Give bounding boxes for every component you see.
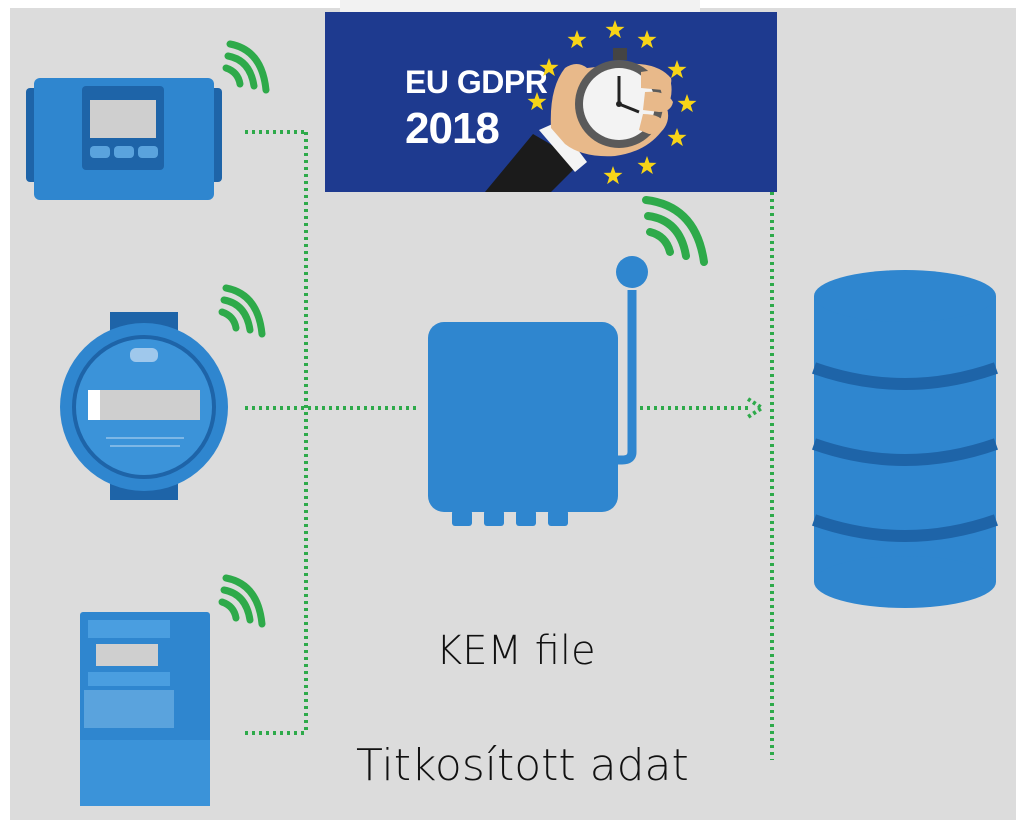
caption-encrypted-data: Titkosított adat	[356, 740, 689, 791]
database-icon	[812, 270, 998, 608]
banner-title: EU GDPR	[405, 64, 548, 100]
wifi-icon	[222, 40, 270, 94]
wifi-icon	[218, 574, 266, 628]
connection-lines	[245, 130, 774, 760]
heat-meter-icon	[26, 78, 222, 200]
water-meter-icon	[60, 312, 228, 500]
banner-art	[485, 20, 697, 192]
wifi-icon	[218, 284, 266, 338]
gateway-icon	[428, 256, 648, 526]
caption-kem-file: KEM file	[436, 628, 596, 674]
cuff	[539, 122, 587, 172]
wifi-icon	[642, 196, 708, 266]
gdpr-banner: EU GDPR 2018	[325, 12, 777, 192]
top-band	[340, 0, 700, 14]
banner-year: 2018	[405, 104, 500, 153]
electricity-meter-icon	[80, 612, 210, 806]
